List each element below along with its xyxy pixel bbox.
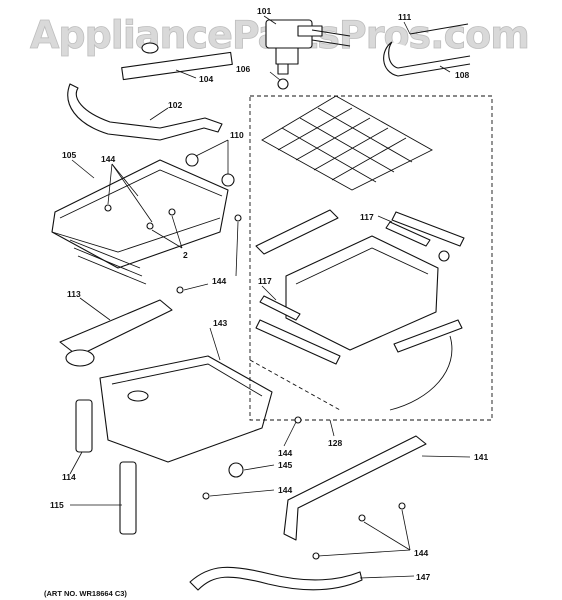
callout-106: 106 xyxy=(236,64,250,74)
callout-2: 2 xyxy=(183,250,188,260)
callout-144-d: 144 xyxy=(278,485,292,495)
callout-102: 102 xyxy=(168,100,182,110)
ejector-113 xyxy=(59,299,173,357)
cover-141 xyxy=(283,435,427,541)
callout-105: 105 xyxy=(62,150,76,160)
tube-115 xyxy=(119,461,137,535)
callout-144-c: 144 xyxy=(278,448,292,458)
callout-115: 115 xyxy=(50,500,64,510)
screws-144 xyxy=(104,204,406,560)
wire-111 xyxy=(409,23,469,35)
callout-145: 145 xyxy=(278,460,292,470)
wire-grid xyxy=(261,95,433,191)
callout-141: 141 xyxy=(474,452,488,462)
callout-128: 128 xyxy=(328,438,342,448)
art-number-caption: (ART NO. WR18664 C3) xyxy=(44,589,127,598)
callout-110: 110 xyxy=(230,130,244,140)
ice-bucket-143 xyxy=(99,355,273,463)
callout-147: 147 xyxy=(416,572,430,582)
bushing-110a xyxy=(185,153,199,167)
ice-mold-105 xyxy=(51,159,229,285)
leader-lines xyxy=(69,15,471,579)
fitting-106 xyxy=(277,78,289,90)
callout-144-b: 144 xyxy=(212,276,226,286)
water-valve-101 xyxy=(265,19,351,75)
callout-143: 143 xyxy=(213,318,227,328)
callout-113: 113 xyxy=(67,289,81,299)
callout-117-b: 117 xyxy=(258,276,272,286)
callout-111: 111 xyxy=(398,12,412,22)
icemaker-module-128 xyxy=(249,95,493,421)
callout-144-e: 144 xyxy=(414,548,428,558)
bushing-110b xyxy=(221,173,235,187)
heater-108 xyxy=(383,41,471,77)
callout-101: 101 xyxy=(257,6,271,16)
callout-108: 108 xyxy=(455,70,469,80)
callout-144-a: 144 xyxy=(101,154,115,164)
callout-104: 104 xyxy=(199,74,213,84)
callout-117-a: 117 xyxy=(360,212,374,222)
ejector-end xyxy=(65,349,95,367)
callout-114: 114 xyxy=(62,472,76,482)
tube-114 xyxy=(75,399,93,453)
hose-147 xyxy=(189,566,363,591)
fill-tube-102 xyxy=(67,83,223,141)
foot-145 xyxy=(228,462,244,478)
auger-shaft-104 xyxy=(121,42,233,81)
